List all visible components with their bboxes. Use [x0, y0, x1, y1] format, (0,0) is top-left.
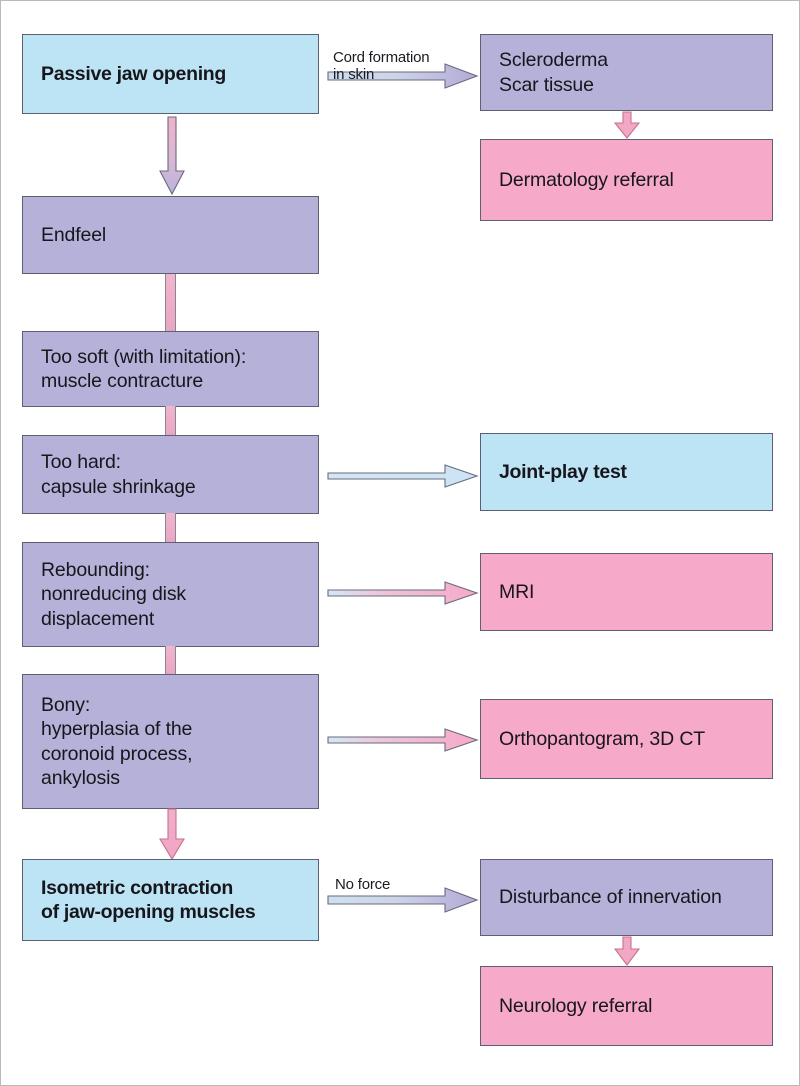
node-scleroderma[interactable]: Scleroderma Scar tissue	[480, 34, 773, 111]
connector-rebounding-to-bony	[165, 646, 176, 675]
node-orthopantogram[interactable]: Orthopantogram, 3D CT	[480, 699, 773, 779]
arrow-isometric-to-disturbance	[327, 887, 479, 913]
node-isometric-contraction[interactable]: Isometric contraction of jaw-opening mus…	[22, 859, 319, 941]
node-disturbance-of-innervation[interactable]: Disturbance of innervation	[480, 859, 773, 936]
connector-too-hard-to-rebounding	[165, 513, 176, 543]
arrow-passive-to-endfeel	[159, 116, 185, 196]
edge-label-cord-formation: Cord formation in skin	[333, 49, 430, 84]
node-rebounding[interactable]: Rebounding: nonreducing disk displacemen…	[22, 542, 319, 647]
node-neurology-referral[interactable]: Neurology referral	[480, 966, 773, 1046]
node-too-hard[interactable]: Too hard: capsule shrinkage	[22, 435, 319, 514]
edge-label-no-force: No force	[335, 876, 391, 893]
connector-too-soft-to-too-hard	[165, 406, 176, 436]
node-too-soft[interactable]: Too soft (with limitation): muscle contr…	[22, 331, 319, 407]
arrow-bony-to-orthopantogram	[327, 727, 479, 753]
node-endfeel[interactable]: Endfeel	[22, 196, 319, 274]
node-dermatology-referral[interactable]: Dermatology referral	[480, 139, 773, 221]
arrow-bony-to-isometric	[159, 808, 185, 861]
node-bony[interactable]: Bony: hyperplasia of the coronoid proces…	[22, 674, 319, 809]
arrow-scleroderma-to-dermatology	[614, 111, 640, 140]
node-mri[interactable]: MRI	[480, 553, 773, 631]
node-passive-jaw-opening[interactable]: Passive jaw opening	[22, 34, 319, 114]
connector-endfeel-to-too-soft	[165, 274, 176, 332]
arrow-too-hard-to-joint-play	[327, 463, 479, 489]
node-joint-play-test[interactable]: Joint-play test	[480, 433, 773, 511]
arrow-disturbance-to-neurology	[614, 936, 640, 967]
arrow-rebounding-to-mri	[327, 580, 479, 606]
arrow-passive-to-scleroderma	[327, 63, 479, 89]
